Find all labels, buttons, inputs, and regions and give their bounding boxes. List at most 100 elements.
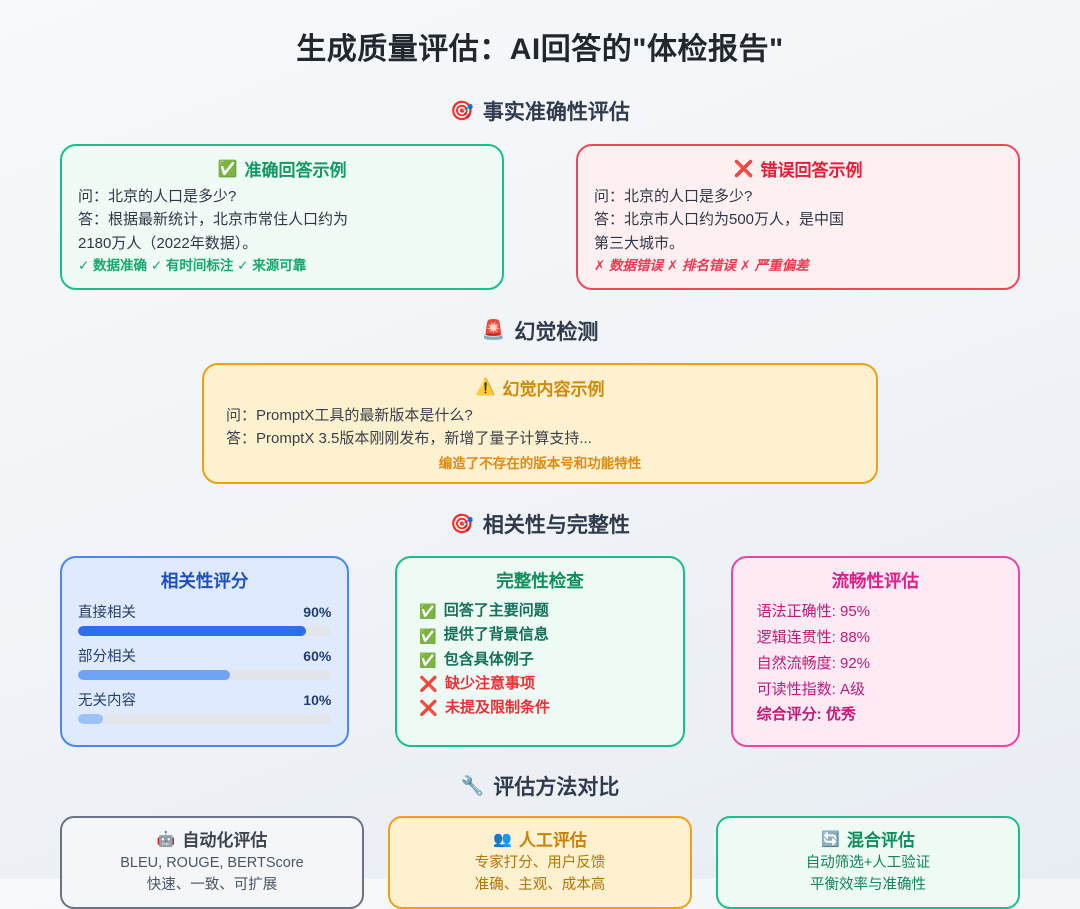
relevance-bar-head: 部分相关 60% xyxy=(78,645,331,666)
section-heading-fact-accuracy: 🎯 事实准确性评估 xyxy=(60,96,1020,126)
page-title: 生成质量评估：AI回答的"体检报告" xyxy=(296,33,784,66)
section-label-fact-accuracy: 事实准确性评估 xyxy=(482,101,630,124)
hallucination-card-row: ⚠️ 幻觉内容示例 问：PromptX工具的最新版本是什么? 答：PromptX… xyxy=(60,362,1020,485)
wrong-answer-card: ❌ 错误回答示例 问：北京的人口是多少? 答：北京市人口约为500万人，是中国 … xyxy=(576,144,1020,290)
completeness-check-label: 回答了主要问题 xyxy=(443,602,549,620)
hallucination-note: 编造了不存在的版本号和功能特性 xyxy=(438,456,642,472)
human-evaluation-line1: 专家打分、用户反馈 xyxy=(474,855,606,872)
relevance-bar-label: 直接相关 xyxy=(78,605,136,622)
check-box-icon: ✅ xyxy=(419,603,437,620)
fluency-evaluation-title: 流畅性评估 xyxy=(831,571,920,592)
relevance-bar-item: 无关内容 10% xyxy=(78,689,332,725)
relevance-bar-item: 部分相关 60% xyxy=(78,645,332,681)
automatic-evaluation-card: 🤖 自动化评估 BLEU, ROUGE, BERTScore 快速、一致、可扩展 xyxy=(60,816,364,909)
completeness-check-title: 完整性检查 xyxy=(496,571,584,592)
automatic-evaluation-line2: 快速、一致、可扩展 xyxy=(146,876,278,893)
wrong-answer-card-title: ❌ 错误回答示例 xyxy=(594,156,1002,181)
completeness-check-item: ✅ 回答了主要问题 xyxy=(419,599,666,623)
cross-mark-icon: ❌ xyxy=(733,160,754,178)
method-cards-row: 🤖 自动化评估 BLEU, ROUGE, BERTScore 快速、一致、可扩展… xyxy=(60,816,1020,909)
hallucination-card: ⚠️ 幻觉内容示例 问：PromptX工具的最新版本是什么? 答：PromptX… xyxy=(202,362,878,485)
hallucination-answer: 答：PromptX 3.5版本刚刚发布，新增了量子计算支持... xyxy=(226,429,592,447)
automatic-evaluation-line1: BLEU, ROUGE, BERTScore xyxy=(120,855,304,872)
fluency-metric-item: 可读性指数: A级 xyxy=(756,680,865,698)
refresh-icon: 🔄 xyxy=(821,830,840,848)
section-heading-methods: 🔧 评估方法对比 xyxy=(60,771,1020,801)
correct-answer-title-text: 准确回答示例 xyxy=(244,161,347,180)
correct-answer-tags: ✓ 数据准确 ✓ 有时间标注 ✓ 来源可靠 xyxy=(78,257,307,273)
completeness-check-label: 缺少注意事项 xyxy=(445,675,536,693)
fluency-metric-item: 逻辑连贯性: 88% xyxy=(756,628,871,646)
relevance-bar-fill xyxy=(78,714,104,725)
robot-icon: 🤖 xyxy=(156,830,176,848)
siren-icon: 🚨 xyxy=(481,320,506,342)
section-label-hallucination: 幻觉检测 xyxy=(514,320,599,344)
human-evaluation-card: 👥 人工评估 专家打分、用户反馈 准确、主观、成本高 xyxy=(388,816,692,909)
relevance-score-title: 相关性评分 xyxy=(160,571,249,592)
relevance-bar-fill xyxy=(78,626,306,637)
hybrid-evaluation-line2: 平衡效率与准确性 xyxy=(810,876,926,893)
people-icon: 👥 xyxy=(493,830,512,848)
relevance-bar-label: 部分相关 xyxy=(78,649,136,666)
check-box-icon: ✅ xyxy=(217,160,238,178)
wrong-answer-line1: 答：北京市人口约为500万人，是中国 xyxy=(594,211,845,229)
section-heading-relevance: 🎯 相关性与完整性 xyxy=(60,509,1020,539)
completeness-check-label: 未提及限制条件 xyxy=(445,699,551,717)
fluency-evaluation-card: 流畅性评估 语法正确性: 95% 逻辑连贯性: 88% 自然流畅度: 92% 可读性指… xyxy=(730,556,1020,748)
hybrid-evaluation-card: 🔄 混合评估 自动筛选+人工验证 平衡效率与准确性 xyxy=(716,816,1020,909)
hallucination-title-text: 幻觉内容示例 xyxy=(502,379,605,399)
target-icon: 🎯 xyxy=(450,513,474,535)
completeness-check-list: ✅回答了主要问题✅提供了背景信息✅包含具体例子❌缺少注意事项❌未提及限制条件 xyxy=(413,599,666,720)
completeness-check-item: ✅ 包含具体例子 xyxy=(419,648,666,672)
check-box-icon: ✅ xyxy=(419,651,437,668)
completeness-check-label: 提供了背景信息 xyxy=(443,626,549,644)
hybrid-evaluation-title: 🔄 混合评估 xyxy=(730,826,1006,851)
automatic-evaluation-title-text: 自动化评估 xyxy=(182,831,268,851)
relevance-bar-percent: 10% xyxy=(303,692,332,709)
completeness-check-label: 包含具体例子 xyxy=(443,650,534,668)
cross-mark-icon: ❌ xyxy=(419,699,439,717)
wrong-answer-line2: 第三大城市。 xyxy=(594,234,685,252)
relevance-bar-label: 无关内容 xyxy=(78,693,136,710)
relevance-bar-head: 直接相关 90% xyxy=(78,601,331,622)
relevance-bar-percent: 60% xyxy=(303,648,332,665)
fact-cards-row: ✅ 准确回答示例 问：北京的人口是多少? 答：根据最新统计，北京市常住人口约为 … xyxy=(60,144,1020,290)
relevance-bar-track xyxy=(78,714,332,725)
fluency-metric-item: 自然流畅度: 92% xyxy=(756,654,871,672)
target-icon: 🎯 xyxy=(450,100,474,122)
wrong-answer-title-text: 错误回答示例 xyxy=(760,161,863,180)
relevance-bar-item: 直接相关 90% xyxy=(78,601,332,637)
fluency-metric-list: 语法正确性: 95% 逻辑连贯性: 88% 自然流畅度: 92% 可读性指数: A级综… xyxy=(749,599,1002,728)
section-heading-hallucination: 🚨 幻觉检测 xyxy=(60,316,1020,346)
hybrid-evaluation-line1: 自动筛选+人工验证 xyxy=(805,855,931,872)
section-label-relevance: 相关性与完整性 xyxy=(482,514,630,538)
human-evaluation-title-text: 人工评估 xyxy=(518,831,587,851)
human-evaluation-line2: 准确、主观、成本高 xyxy=(474,876,606,893)
wrench-icon: 🔧 xyxy=(460,775,485,797)
relevance-bar-track xyxy=(78,670,332,681)
completeness-check-item: ✅ 提供了背景信息 xyxy=(419,623,666,647)
fluency-metric-item: 语法正确性: 95% xyxy=(756,603,871,621)
relevance-bar-track xyxy=(78,626,332,637)
cross-mark-icon: ❌ xyxy=(419,675,439,693)
correct-answer-card-title: ✅ 准确回答示例 xyxy=(78,156,486,181)
relevance-score-card: 相关性评分 直接相关 90% 部分相关 60% 无关内容 10% xyxy=(60,556,350,748)
correct-answer-question: 问：北京的人口是多少? xyxy=(78,188,237,205)
hallucination-card-title: ⚠️ 幻觉内容示例 xyxy=(226,375,854,400)
warning-icon: ⚠️ xyxy=(475,379,496,397)
check-box-icon: ✅ xyxy=(419,627,437,644)
human-evaluation-title: 👥 人工评估 xyxy=(402,826,678,851)
relevance-cards-row: 相关性评分 直接相关 90% 部分相关 60% 无关内容 10% 完整性检查 ✅ 回答了主要… xyxy=(60,556,1020,748)
hallucination-question: 问：PromptX工具的最新版本是什么? xyxy=(226,406,473,424)
completeness-check-card: 完整性检查 ✅回答了主要问题✅提供了背景信息✅包含具体例子❌缺少注意事项❌未提及… xyxy=(395,556,685,748)
infographic-page: 生成质量评估：AI回答的"体检报告" 🎯 事实准确性评估 ✅ 准确回答示例 问：… xyxy=(60,33,1020,909)
correct-answer-card: ✅ 准确回答示例 问：北京的人口是多少? 答：根据最新统计，北京市常住人口约为 … xyxy=(60,144,504,290)
relevance-bar-list: 直接相关 90% 部分相关 60% 无关内容 10% xyxy=(78,601,332,725)
relevance-bar-percent: 90% xyxy=(303,604,332,621)
completeness-check-item: ❌ 未提及限制条件 xyxy=(419,696,666,720)
automatic-evaluation-title: 🤖 自动化评估 xyxy=(74,826,350,851)
fluency-metric-item: 综合评分: 优秀 xyxy=(756,706,856,724)
section-label-methods: 评估方法对比 xyxy=(493,776,620,800)
correct-answer-line2: 2180万人（2022年数据）。 xyxy=(78,234,258,252)
relevance-bar-fill xyxy=(78,670,230,681)
